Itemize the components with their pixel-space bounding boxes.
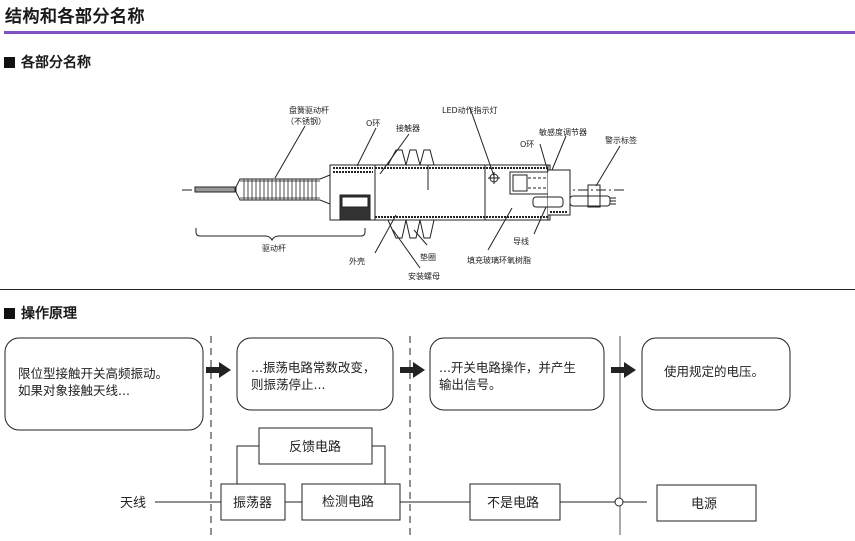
end-cap bbox=[548, 169, 571, 216]
step-2-line1: ...振荡电路常数改变， bbox=[251, 360, 375, 375]
label-power: 电源 bbox=[691, 497, 717, 512]
mounting-nut-bottom bbox=[387, 219, 435, 239]
drive-rod-bracket bbox=[195, 228, 366, 242]
block-power bbox=[656, 484, 757, 522]
label-washer: 垫圈 bbox=[420, 252, 436, 262]
junction-node bbox=[614, 497, 624, 507]
step-4-line1: 使用规定的电压。 bbox=[664, 364, 764, 379]
square-bullet-icon bbox=[4, 307, 15, 319]
label-epoxy: 填充玻璃环氧树脂 bbox=[467, 255, 531, 265]
main-cylinder bbox=[374, 164, 549, 221]
label-o-ring-2: O环 bbox=[520, 140, 534, 149]
label-switch: 不是电路 bbox=[487, 495, 539, 511]
square-bullet-icon bbox=[4, 56, 15, 68]
page-title: 结构和各部分名称 bbox=[5, 7, 145, 27]
label-housing: 外壳 bbox=[349, 256, 365, 266]
warning-tag bbox=[587, 184, 601, 208]
label-contactor: 接触器 bbox=[396, 123, 420, 133]
arrow-icon bbox=[611, 362, 636, 378]
block-detector bbox=[301, 483, 401, 521]
section-heading-label: 各部分名称 bbox=[21, 55, 91, 71]
title-underline bbox=[4, 31, 855, 34]
label-coil-spring-rod: 盘簧驱动杆 bbox=[289, 105, 329, 115]
section-heading-principle: 操作原理 bbox=[4, 303, 77, 323]
step-1-line2: 如果对象接触天线... bbox=[18, 383, 130, 398]
step-box-1 bbox=[4, 337, 204, 431]
block-feedback bbox=[258, 427, 373, 465]
step-3-line2: 输出信号。 bbox=[439, 377, 502, 392]
section-heading-parts: 各部分名称 bbox=[4, 52, 91, 72]
step-2-line2: 则振荡停止... bbox=[251, 377, 325, 392]
section-heading-label: 操作原理 bbox=[21, 306, 77, 322]
wire-ends bbox=[610, 197, 616, 205]
body-nut-block-inner bbox=[341, 196, 369, 208]
label-feedback: 反馈电路 bbox=[289, 439, 341, 455]
coil-spring-hatch bbox=[240, 179, 320, 200]
label-o-ring-1: O环 bbox=[366, 119, 380, 128]
step-box-3 bbox=[429, 337, 605, 411]
step-1-line1: 限位型接触开关高频振动。 bbox=[18, 366, 168, 381]
label-led: LED动作指示灯 bbox=[442, 105, 498, 115]
body-rear-hatch bbox=[333, 167, 373, 173]
step-3-line1: ...开关电路操作，并产生 bbox=[439, 360, 576, 375]
label-oscillator: 振荡器 bbox=[233, 496, 272, 511]
step-box-2 bbox=[236, 337, 394, 411]
section-divider bbox=[0, 289, 855, 290]
label-detector: 检测电路 bbox=[322, 494, 374, 510]
label-sensitivity-adjuster: 敏感度调节器 bbox=[539, 127, 587, 137]
label-drive-rod: 驱动杆 bbox=[262, 243, 286, 253]
label-warning: 警示标签 bbox=[605, 135, 637, 145]
label-lead-wire: 导线 bbox=[513, 236, 529, 246]
rod-tip bbox=[194, 186, 236, 193]
label-antenna: 天线 bbox=[120, 496, 146, 511]
arrow-icon bbox=[206, 362, 231, 378]
label-stainless: （不锈钢） bbox=[286, 116, 326, 126]
mounting-nut-top bbox=[387, 149, 435, 166]
step-box-4 bbox=[641, 337, 791, 411]
arrow-icon bbox=[400, 362, 425, 378]
label-mounting-nut: 安装螺母 bbox=[408, 271, 440, 281]
lead-wire bbox=[532, 196, 564, 208]
